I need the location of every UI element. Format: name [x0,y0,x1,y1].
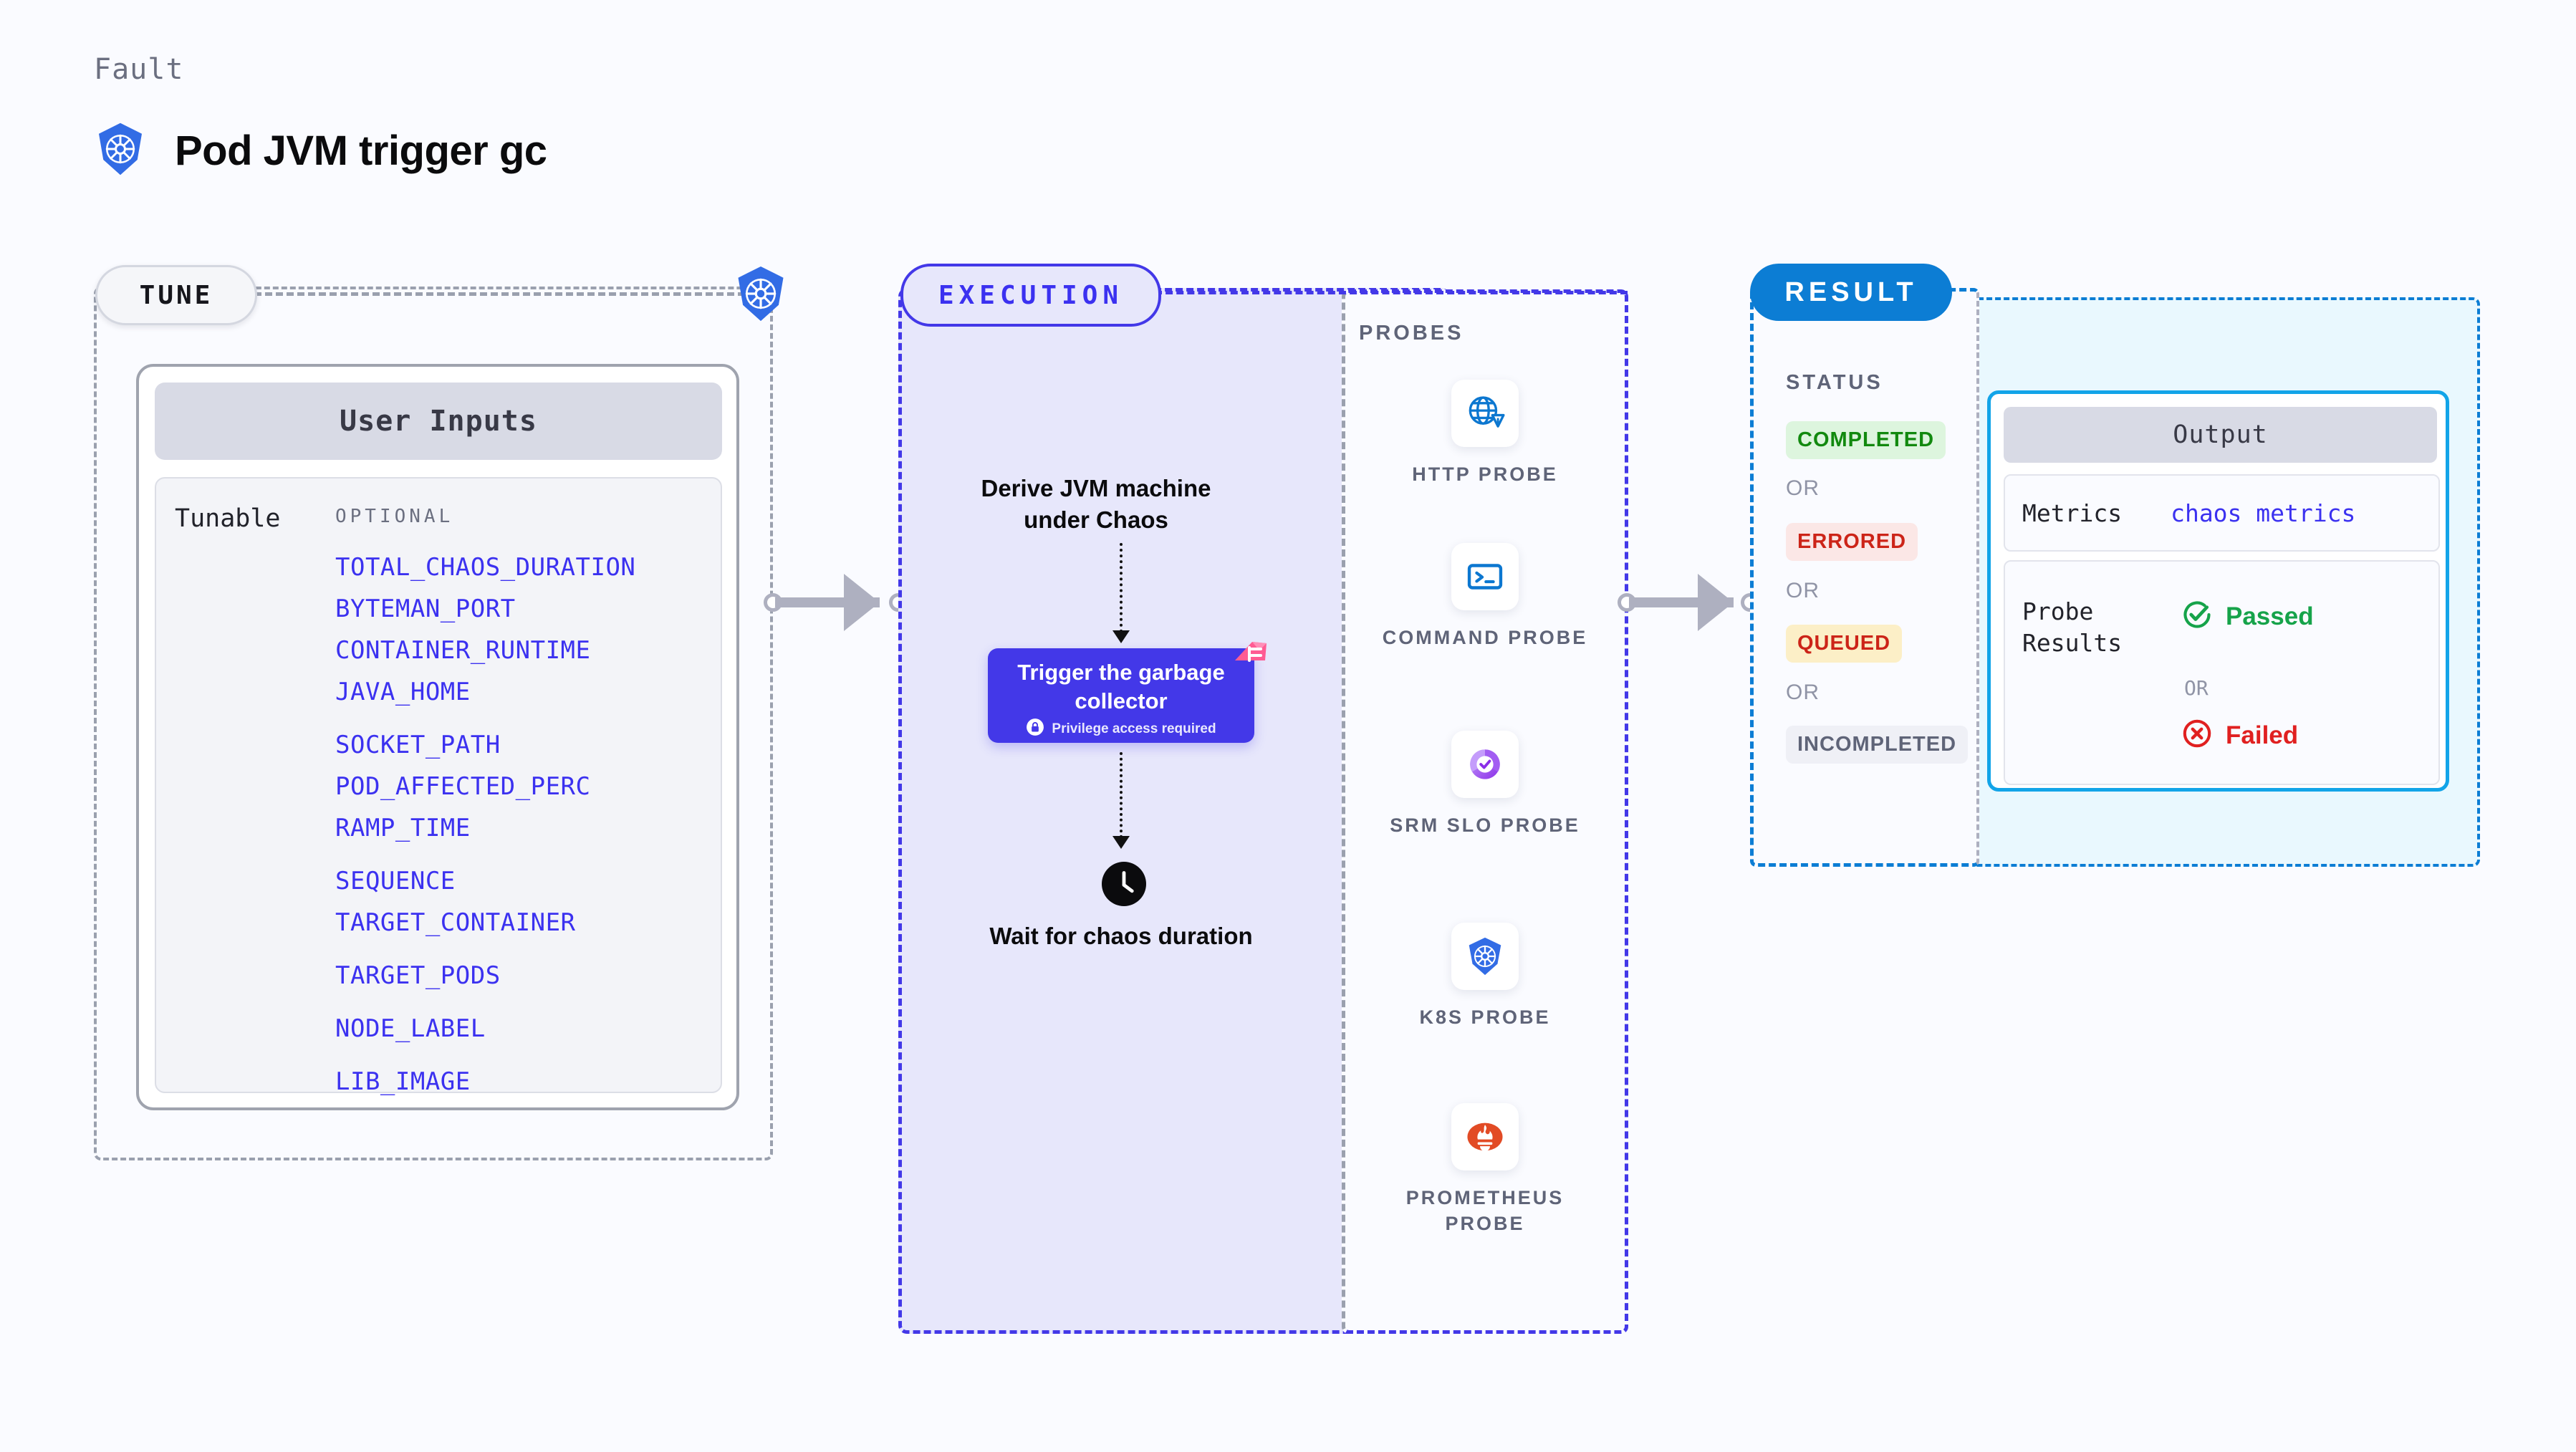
tunable-item[interactable]: TOTAL_CHAOS_DURATION [335,553,636,582]
terminal-icon [1451,543,1519,610]
kubernetes-icon [92,120,149,181]
connector-arrow-icon [1698,574,1734,631]
probe-label: K8S PROBE [1419,1006,1551,1028]
probe-label: SRM SLO PROBE [1390,814,1580,836]
or-separator: OR [1786,579,1820,602]
tunable-item[interactable]: RAMP_TIME [335,814,471,842]
kubernetes-icon [1451,923,1519,990]
status-label: STATUS [1786,371,1883,394]
probe-item[interactable]: COMMAND PROBE [1378,543,1592,650]
status-badge: INCOMPLETED [1786,726,1969,764]
tune-connector-line [254,292,756,296]
or-separator: OR [1786,476,1820,500]
probe-label: COMMAND PROBE [1382,627,1588,648]
connector-arrow-icon [844,574,880,631]
tunable-item[interactable]: POD_AFFECTED_PERC [335,772,591,801]
tunable-item[interactable]: TARGET_CONTAINER [335,908,576,937]
execution-step-wait: Wait for chaos duration [989,923,1253,949]
flow-arrow-head-icon [1112,630,1130,643]
failed-label: Failed [2226,721,2299,749]
status-badge: QUEUED [1786,625,1903,663]
check-circle-icon [2181,599,2213,634]
privilege-note-text: Privilege access required [1052,721,1216,736]
tunable-list: TOTAL_CHAOS_DURATION BYTEMAN_PORT CONTAI… [335,547,722,1102]
tunable-item[interactable]: SOCKET_PATH [335,731,501,759]
status-badge: COMPLETED [1786,421,1946,459]
x-circle-icon [2181,718,2213,753]
fault-eyebrow-label: Fault [94,53,184,86]
output-title: Output [2004,407,2437,463]
passed-label: Passed [2226,602,2314,630]
metrics-row: Metrics chaos metrics [2004,474,2440,552]
kubernetes-icon [731,264,791,324]
clock-icon [1102,862,1146,906]
prometheus-icon [1451,1103,1519,1170]
metrics-label: Metrics [2022,499,2123,527]
tunable-item[interactable]: SEQUENCE [335,867,456,895]
probe-item[interactable]: HTTP PROBE [1378,380,1592,487]
globe-warning-icon [1451,380,1519,447]
flow-arrow-head-icon [1112,836,1130,849]
flow-arrow-line [1120,543,1125,633]
probe-result-failed: Failed [2181,718,2298,753]
flow-arrow-line [1120,752,1125,838]
chaos-badge-icon [1231,636,1271,672]
or-separator: OR [1786,681,1820,704]
execution-trigger-card[interactable]: Trigger the garbage collector Privilege … [988,648,1254,743]
tune-section [94,287,773,1160]
optional-label: OPTIONAL [335,506,454,527]
or-separator: OR [2184,676,2209,700]
lock-icon [1026,718,1044,740]
tunable-item[interactable]: BYTEMAN_PORT [335,595,516,623]
probe-label: HTTP PROBE [1412,463,1558,485]
tunable-item[interactable]: CONTAINER_RUNTIME [335,636,591,665]
probe-result-passed: Passed [2181,599,2314,634]
result-section [1750,288,1979,867]
execution-trigger-title: Trigger the garbage collector [1017,660,1225,713]
probes-label: PROBES [1359,322,1464,345]
slo-gauge-check-icon [1451,731,1519,798]
tunable-item[interactable]: LIB_IMAGE [335,1067,471,1096]
execution-connector-line [1155,291,1628,294]
execution-step-derive: Derive JVM machine under Chaos [981,475,1211,533]
probe-item[interactable]: SRM SLO PROBE [1378,731,1592,838]
user-inputs-card: User Inputs Tunable OPTIONAL TOTAL_CHAOS… [136,364,739,1110]
status-badge: ERRORED [1786,523,1918,561]
tunable-item[interactable]: JAVA_HOME [335,678,471,706]
probe-item[interactable]: K8S PROBE [1378,923,1592,1030]
probe-item[interactable]: PROMETHEUS PROBE [1378,1103,1592,1236]
metrics-value[interactable]: chaos metrics [2171,499,2356,527]
privilege-note: Privilege access required [988,718,1254,740]
tunable-item[interactable]: NODE_LABEL [335,1014,486,1043]
tunable-label: Tunable [175,504,281,533]
probe-label: PROMETHEUS PROBE [1405,1187,1565,1234]
tunable-item[interactable]: TARGET_PODS [335,961,501,990]
tunable-panel: Tunable OPTIONAL TOTAL_CHAOS_DURATION BY… [155,477,722,1096]
execution-badge[interactable]: EXECUTION [900,264,1161,327]
tune-badge[interactable]: TUNE [95,265,257,325]
result-badge[interactable]: RESULT [1750,264,1952,321]
user-inputs-title: User Inputs [155,383,722,460]
page-title: Pod JVM trigger gc [175,128,547,174]
page-title-row: Pod JVM trigger gc [92,120,547,181]
